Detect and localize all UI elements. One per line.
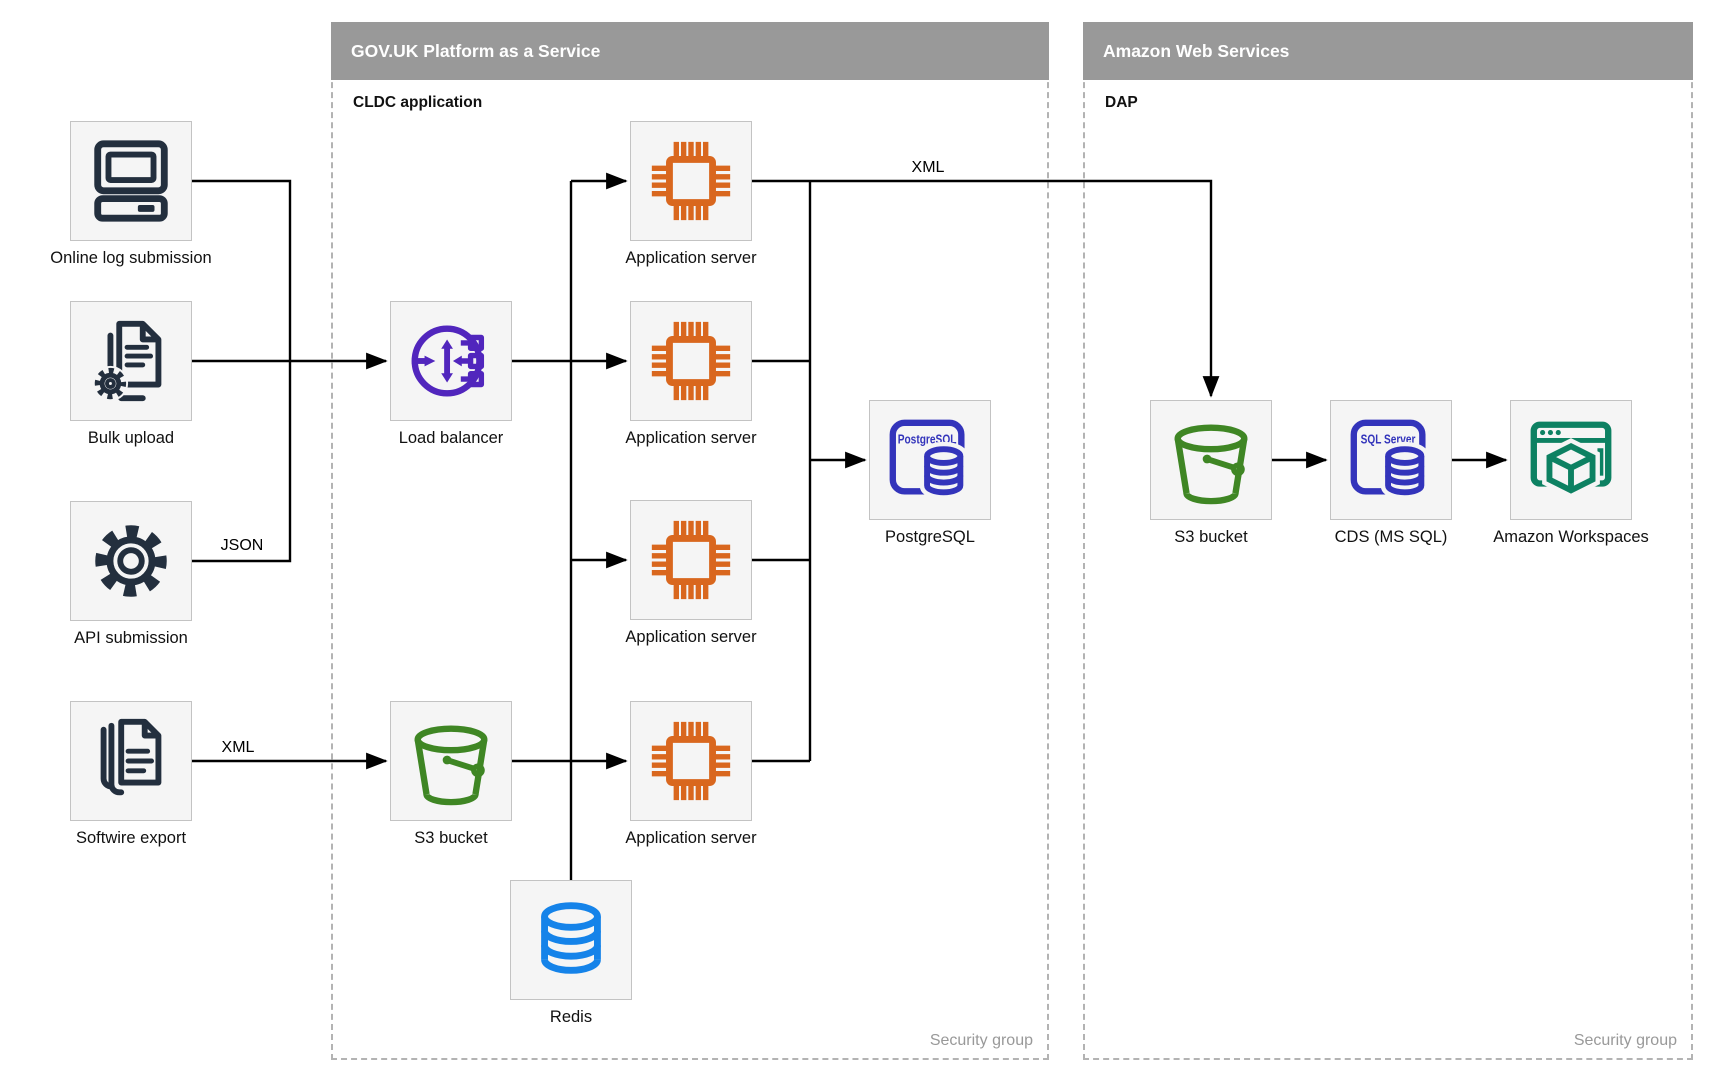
amazon-workspaces-label: Amazon Workspaces xyxy=(1493,528,1649,546)
computer-icon xyxy=(84,134,178,228)
online-log-submission-label: Online log submission xyxy=(50,249,212,267)
app-server-4-node xyxy=(630,701,752,821)
postgresql-label: PostgreSQL xyxy=(885,528,975,546)
s3-bucket-aws-node xyxy=(1150,400,1272,520)
database-icon xyxy=(524,893,618,987)
bucket-icon xyxy=(404,714,498,808)
connector-api-to-junction xyxy=(192,361,292,563)
load-balancer-icon xyxy=(404,314,498,408)
chip-icon xyxy=(644,714,738,808)
api-submission-node xyxy=(70,501,192,621)
paas-security-group-label: Security group xyxy=(929,1032,1033,1049)
redis-label: Redis xyxy=(549,1008,593,1026)
bucket-icon xyxy=(1164,413,1258,507)
postgresql-node: PostgreSQL xyxy=(869,400,991,520)
amazon-workspaces-node xyxy=(1510,400,1632,520)
connector-online-to-junction xyxy=(192,179,292,361)
s3-bucket-paas-label: S3 bucket xyxy=(414,829,488,847)
aws-security-group-label: Security group xyxy=(1573,1032,1677,1049)
s3-bucket-aws-label: S3 bucket xyxy=(1174,528,1248,546)
bulk-upload-label: Bulk upload xyxy=(87,429,175,447)
app-server-3-label: Application server xyxy=(625,628,757,646)
edge-label-json: JSON xyxy=(221,537,264,554)
chip-icon xyxy=(644,513,738,607)
api-submission-label: API submission xyxy=(74,629,188,647)
documents-stack-icon xyxy=(84,714,178,808)
cds-ms-sql-label: CDS (MS SQL) xyxy=(1334,528,1448,546)
gear-icon xyxy=(84,514,178,608)
app-server-2-label: Application server xyxy=(625,429,757,447)
paas-container-sublabel: CLDC application xyxy=(353,94,483,111)
sql-server-icon: SQL Server xyxy=(1344,413,1438,507)
load-balancer-label: Load balancer xyxy=(398,429,504,447)
aws-container-sublabel: DAP xyxy=(1105,94,1138,111)
cds-ms-sql-node: SQL Server xyxy=(1330,400,1452,520)
app-server-2-node xyxy=(630,301,752,421)
paas-container-title: GOV.UK Platform as a Service xyxy=(331,22,1049,80)
chip-icon xyxy=(644,314,738,408)
aws-container-title: Amazon Web Services xyxy=(1083,22,1693,80)
edge-label-xml: XML xyxy=(222,739,255,756)
online-log-submission-node xyxy=(70,121,192,241)
edge-label-xml: XML xyxy=(912,159,945,176)
postgresql-icon: PostgreSQL xyxy=(883,413,977,507)
app-server-3-node xyxy=(630,500,752,620)
workspaces-icon xyxy=(1524,413,1618,507)
app-server-1-label: Application server xyxy=(625,249,757,267)
softwire-export-label: Softwire export xyxy=(75,829,187,847)
redis-node xyxy=(510,880,632,1000)
app-server-1-node xyxy=(630,121,752,241)
document-gear-icon xyxy=(84,314,178,408)
bulk-upload-node xyxy=(70,301,192,421)
load-balancer-node xyxy=(390,301,512,421)
app-server-4-label: Application server xyxy=(625,829,757,847)
connector-server1-to-aws-s3 xyxy=(752,179,1220,398)
chip-icon xyxy=(644,134,738,228)
s3-bucket-paas-node xyxy=(390,701,512,821)
softwire-export-node xyxy=(70,701,192,821)
